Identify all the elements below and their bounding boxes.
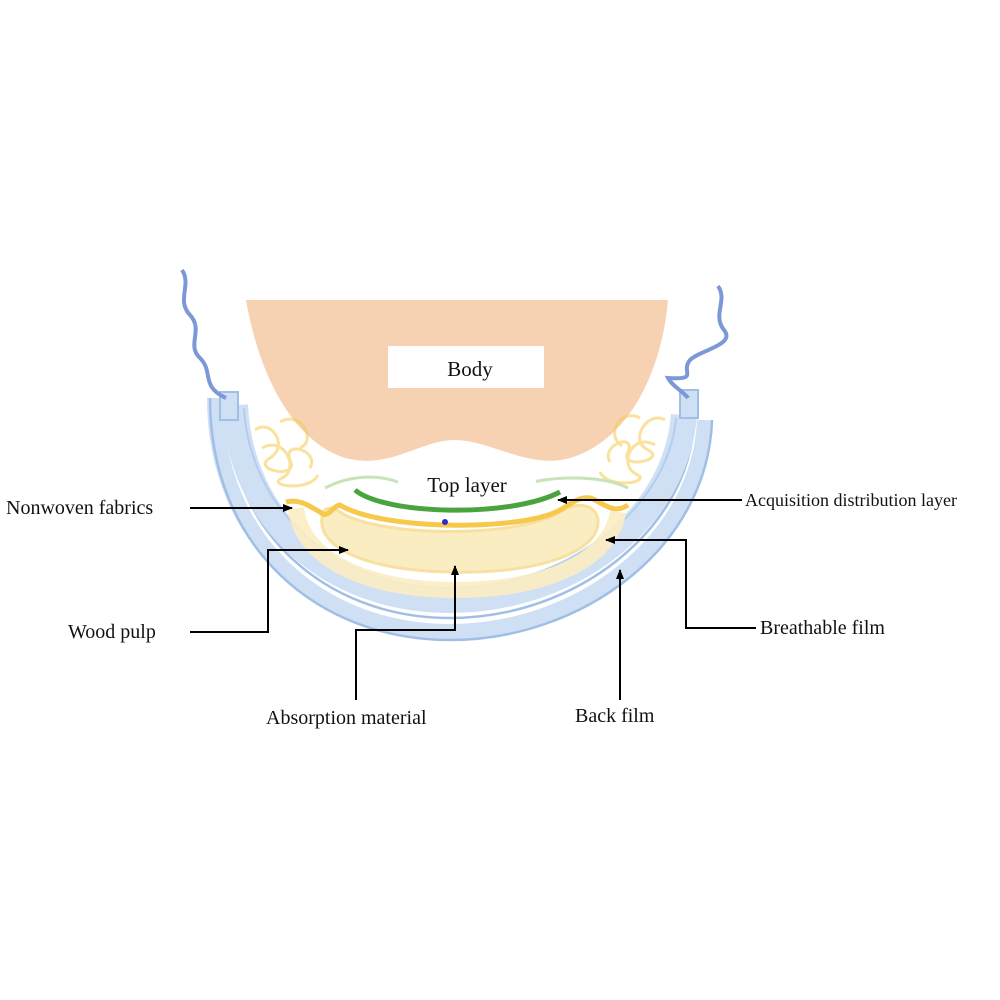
acquisition-distribution-layer [353, 487, 562, 513]
breathable-film-band [222, 404, 697, 614]
back-film-label: Back film [575, 705, 655, 727]
breathable-film-label: Breathable film [760, 617, 885, 639]
leader-absorption [355, 565, 459, 700]
leader-breathable [605, 536, 756, 629]
center-marker [442, 519, 448, 525]
right-cuff-base [679, 389, 699, 419]
back-film-outer [207, 397, 713, 641]
left-nonwoven-ruffles [254, 417, 320, 488]
absorbent-core [320, 503, 600, 574]
back-film-outer-line [208, 397, 714, 642]
top-layer-label: Top layer [427, 473, 507, 497]
top-layer-label-box [398, 466, 536, 502]
nonwoven-fabric-layer [285, 495, 630, 528]
left-elastic-cuff [180, 268, 227, 400]
body-label: Body [447, 357, 493, 381]
acquisition-distribution-layer-label: Acquisition distribution layer [745, 490, 957, 510]
right-elastic-cuff [664, 284, 729, 400]
absorption-material-label: Absorption material [266, 707, 427, 729]
leader-wood-pulp [190, 546, 349, 633]
wood-pulp-label: Wood pulp [68, 621, 156, 643]
nonwoven-fabrics-label: Nonwoven fabrics [6, 497, 153, 519]
leader-lines [190, 496, 756, 700]
body-label-box [388, 346, 544, 388]
